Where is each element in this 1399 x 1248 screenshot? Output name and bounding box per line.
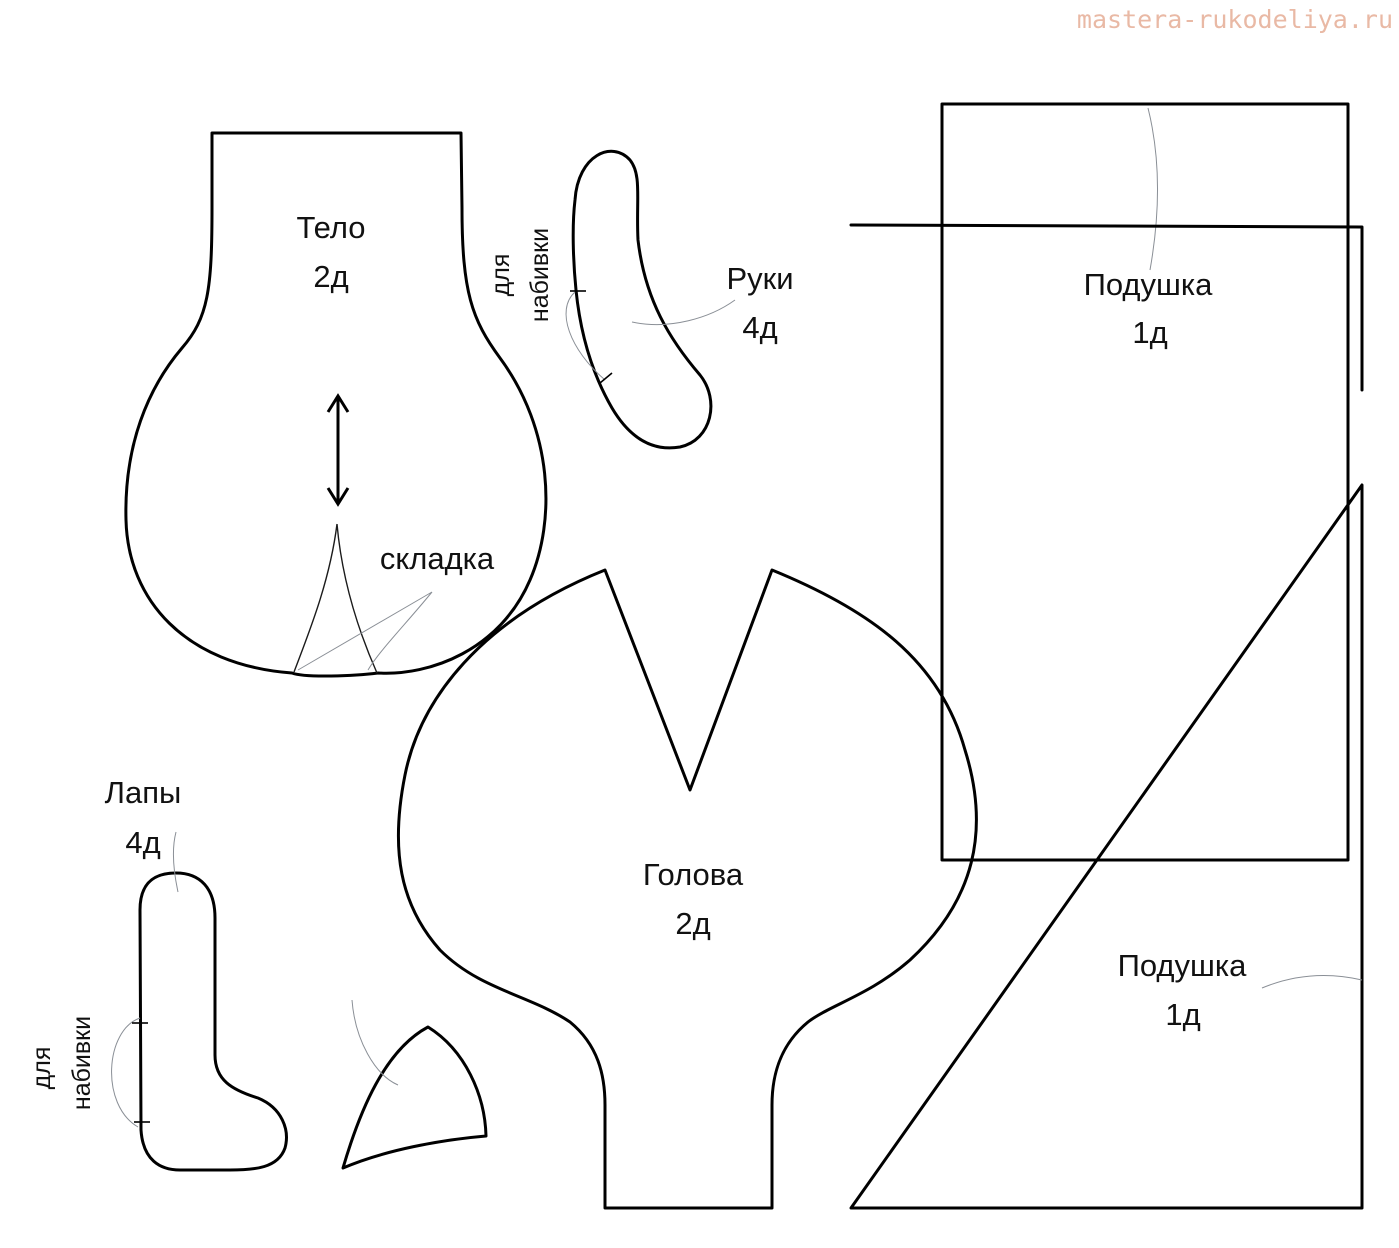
pillow-bottom-grain-line [1261, 975, 1363, 989]
pillow-top-name-label: Подушка [1084, 267, 1214, 302]
ear-pointer-line [351, 999, 399, 1086]
body-fold-pointer [297, 591, 433, 671]
watermark-text: mastera-rukodeliya.ru [1077, 5, 1393, 34]
head-piece: Голова 2д [396, 568, 978, 1210]
body-count-label: 2д [313, 259, 348, 294]
body-stuffing-label-line2: набивки [526, 228, 554, 322]
arms-stuffing-tick-bottom [599, 372, 613, 384]
pillow-top-grain-line [1147, 107, 1159, 271]
head-outline [396, 568, 978, 1210]
paws-piece: Лапы 4д для набивки [28, 775, 288, 1172]
arms-count-label: 4д [742, 310, 777, 345]
arms-pointer-line [631, 299, 736, 325]
arms-stuffing-arc [565, 291, 606, 381]
head-count-label: 2д [675, 906, 710, 941]
pillow-top-outline [940, 102, 1350, 862]
body-outline [124, 131, 548, 678]
pillow-bottom-piece: Подушка 1д [849, 223, 1364, 1210]
pillow-bottom-name-label: Подушка [1118, 948, 1248, 983]
body-piece: Тело 2д складка для набивки [124, 131, 554, 678]
ear-piece [341, 999, 488, 1170]
pillow-bottom-outline [849, 223, 1364, 1210]
paws-name-label: Лапы [105, 775, 182, 810]
ear-outline [341, 1025, 488, 1170]
pillow-top-piece: Подушка 1д [940, 102, 1350, 862]
body-grain-arrow [326, 393, 350, 507]
body-fold-label: складка [380, 541, 495, 576]
paws-count-label: 4д [125, 825, 160, 860]
pillow-bottom-count-label: 1д [1165, 997, 1200, 1032]
arms-piece: Руки 4д [565, 149, 794, 450]
arms-name-label: Руки [726, 261, 793, 296]
body-fold-dart [293, 523, 378, 674]
head-name-label: Голова [643, 857, 744, 892]
paws-stuffing-label-line2: набивки [68, 1016, 96, 1110]
paws-pointer-line [172, 831, 179, 893]
arms-outline [571, 149, 713, 450]
paws-stuffing-arc [111, 1017, 141, 1128]
paws-outline [138, 871, 288, 1172]
pillow-top-count-label: 1д [1132, 315, 1167, 350]
paws-stuffing-label-line1: для [28, 1047, 56, 1090]
body-stuffing-label-line1: для [487, 254, 515, 297]
body-name-label: Тело [296, 210, 365, 245]
